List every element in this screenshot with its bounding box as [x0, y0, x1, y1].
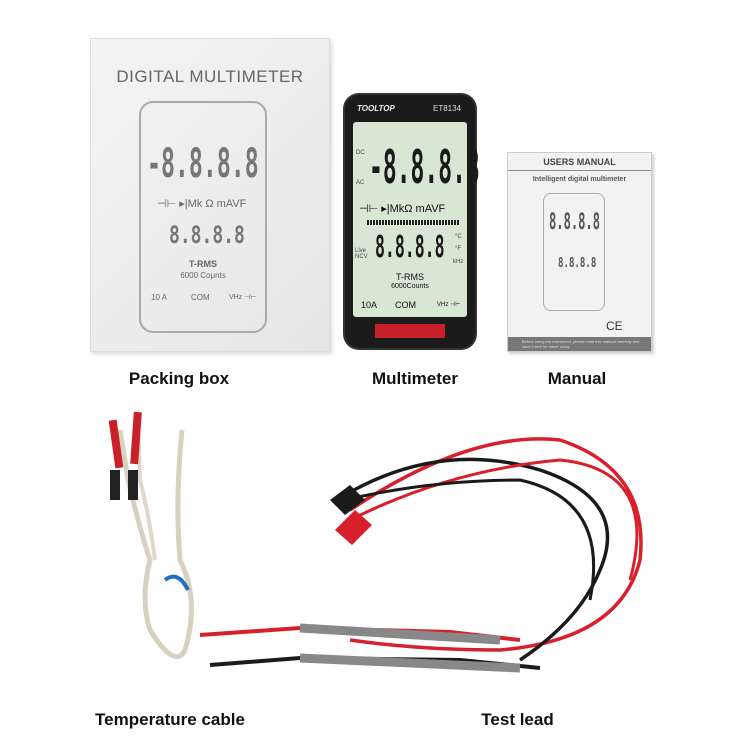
box-meter-outline: -8.8.8.8 ⊣⊢ ▸|Mk Ω mAVF 8.8.8.8 T-RMS 60…	[139, 101, 267, 333]
manual-title: USERS MANUAL	[543, 157, 616, 167]
manual-meter-drawing: 8.8.8.8 8.8.8.8	[543, 193, 605, 311]
temperature-cable	[108, 411, 194, 660]
manual-label: Manual	[547, 369, 607, 388]
unit-symbols: ⊣⊢ ▸|MkΩ mAVF	[359, 203, 446, 215]
live-ncv: Live NCV	[355, 248, 368, 260]
manual-drawing-main-digits: 8.8.8.8	[549, 210, 600, 235]
manual-drawing-sub-digits: 8.8.8.8	[558, 256, 597, 271]
khz: kHz	[453, 259, 464, 265]
multimeter: TOOLTOP ET8134 DC AC -8.8.8.8 ⊣⊢ ▸|MkΩ m…	[345, 95, 480, 348]
temperature-cable-label: Temperature cable	[95, 710, 245, 729]
box-port-a: 10 A	[151, 293, 168, 302]
box-units: ⊣⊢ ▸|Mk Ω mAVF	[157, 198, 247, 210]
box-port-v: VHz ⊣⊢	[229, 294, 257, 301]
box-sub-digits: 8.8.8.8	[169, 221, 245, 249]
box-counts: 6000 Coμnts	[180, 271, 226, 280]
test-lead	[199, 437, 643, 673]
brand-logo: TOOLTOP	[357, 104, 395, 113]
manual-footer: Before using the instrument, please read…	[508, 337, 651, 351]
counts: 6000Counts	[391, 283, 429, 290]
packing-box: DIGITAL MULTIMETER -8.8.8.8 ⊣⊢ ▸|Mk Ω mA…	[90, 38, 330, 352]
multimeter-label: Multimeter	[372, 369, 458, 388]
model-number: ET8134	[433, 104, 462, 113]
warning-strip	[375, 324, 445, 338]
celsius: °C	[455, 234, 462, 240]
manual-subtitle: Intelligent digital multimeter	[532, 176, 627, 183]
box-title: DIGITAL MULTIMETER	[116, 67, 304, 86]
port-v: VHz ⊣⊢	[437, 302, 461, 308]
users-manual: USERS MANUAL Intelligent digital multime…	[507, 152, 652, 352]
lcd-screen: DC AC -8.8.8.8 ⊣⊢ ▸|MkΩ mAVF 8.8.8.8 Liv…	[353, 122, 480, 317]
box-port-com: COM	[191, 293, 210, 302]
dc-indicator: DC	[356, 150, 365, 156]
manual-divider	[508, 170, 651, 171]
box-trms: T-RMS	[189, 259, 217, 269]
sub-digits: 8.8.8.8	[375, 230, 445, 265]
port-com: COM	[395, 300, 416, 310]
port-10a: 10A	[361, 300, 378, 310]
box-main-digits: -8.8.8.8	[147, 141, 259, 187]
trms: T-RMS	[396, 272, 424, 282]
packing-box-label: Packing box	[128, 369, 230, 388]
ce-mark: CE	[606, 319, 623, 333]
main-digits: -8.8.8.8	[369, 140, 480, 194]
bargraph	[367, 220, 459, 225]
test-lead-label: Test lead	[481, 710, 554, 729]
fahrenheit: °F	[455, 246, 462, 252]
ac-indicator: AC	[356, 180, 365, 186]
